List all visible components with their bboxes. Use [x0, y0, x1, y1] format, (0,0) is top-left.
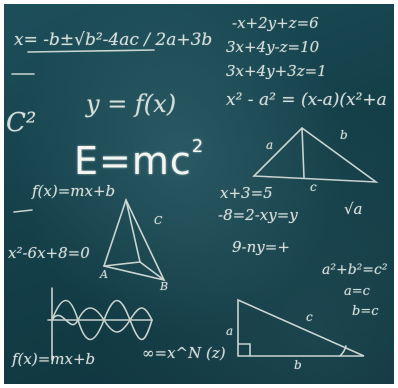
triangle-top-label-b: b	[340, 128, 348, 142]
system-eq-3: 3x+4y+3z=1	[226, 62, 327, 80]
chalk-drawings	[11, 49, 379, 361]
pythagorean-2: a=c	[344, 284, 370, 299]
pythagorean-1: a²+b²=c²	[322, 262, 388, 278]
triangle-bottom	[237, 298, 365, 357]
prism-shape	[102, 197, 166, 282]
difference-of-squares: x² - a² = (x-a)(x²+a	[226, 90, 387, 110]
wave-cosine	[51, 307, 153, 333]
quadratic-formula: x= -b±√b²-4ac / 2a+3b	[14, 30, 213, 50]
pythagorean-3: b=c	[352, 304, 379, 319]
prism-label-b: B	[160, 280, 169, 293]
system-eq-2: 3x+4y-z=10	[226, 38, 320, 56]
prism-label-a: A	[100, 268, 108, 281]
quadratic-equation: x²-6x+8=0	[8, 244, 90, 262]
equation-3: 9-ny=+	[232, 238, 290, 256]
linear-equation: f(x)=mx+b	[32, 182, 116, 200]
triangle-bottom-label-a: a	[226, 324, 234, 338]
function-notation: y = f(x)	[86, 90, 177, 118]
system-eq-1: -x+2y+z=6	[232, 14, 319, 32]
triangle-bottom-label-c: c	[306, 310, 313, 324]
triangle-top-label-a: a	[266, 138, 274, 152]
fraction-bar	[27, 49, 155, 53]
c-squared: C²	[6, 108, 37, 138]
infinity-formula: ∞=x^N (z)	[142, 344, 226, 362]
chalkboard: x= -b±√b²-4ac / 2a+3b C² y = f(x) -x+2y+…	[4, 4, 394, 384]
triangle-top-label-c: c	[310, 180, 317, 194]
prism-label-c: C	[154, 214, 163, 227]
linear-bottom: f(x)=mx+b	[12, 350, 96, 368]
equation-2: -8=2-xy=y	[218, 206, 298, 224]
triangle-bottom-label-b: b	[294, 358, 302, 372]
headline-equation: E=mc2	[74, 136, 205, 183]
triangle-top	[252, 126, 379, 183]
equation-1: x+3=5	[220, 184, 273, 202]
sqrt-a: √a	[344, 200, 363, 218]
